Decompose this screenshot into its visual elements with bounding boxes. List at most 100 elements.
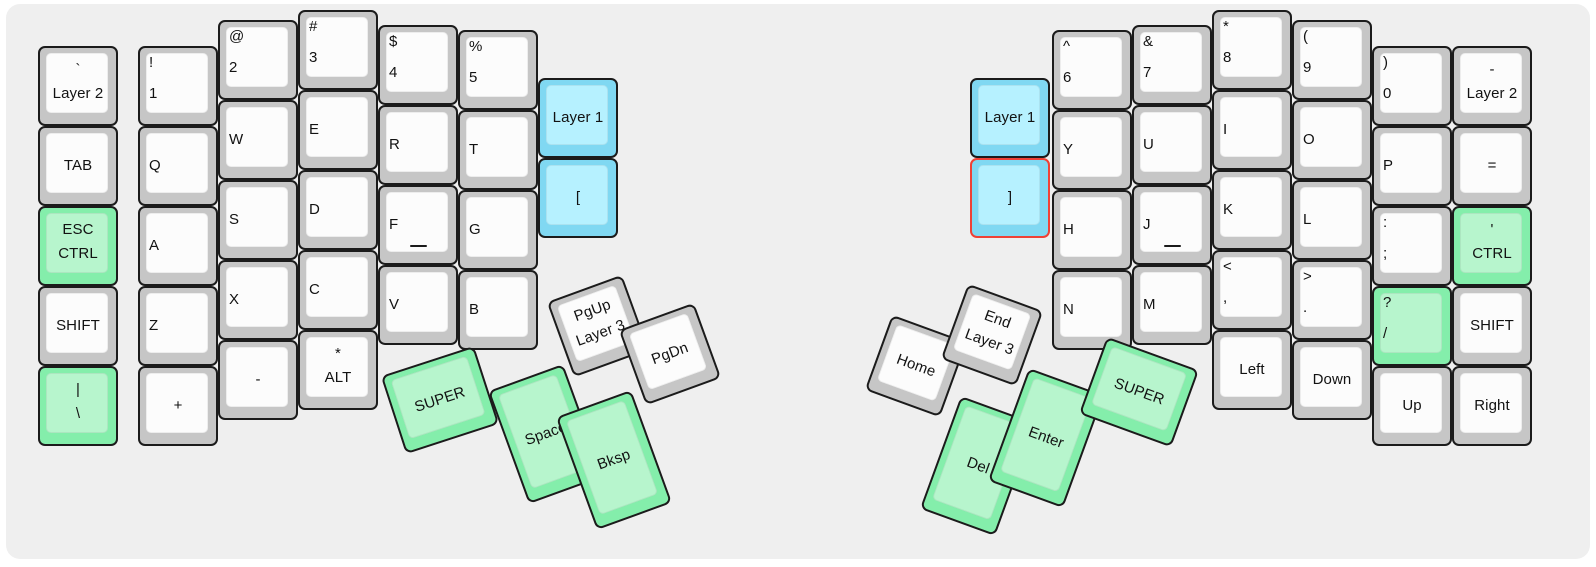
key-layer-1[interactable]: Layer 1 (970, 78, 1050, 158)
key-legend-top: F (389, 216, 399, 234)
key-up[interactable]: Up (1372, 366, 1452, 446)
key-w[interactable]: W (218, 100, 298, 180)
keycap-surface (146, 293, 208, 353)
key-legend-top: V (389, 296, 400, 314)
keycap-surface (226, 27, 288, 87)
key-q[interactable]: Q (138, 126, 218, 206)
key-t[interactable]: T (458, 110, 538, 190)
key-legend-main: - (255, 371, 261, 389)
keycap-surface (386, 272, 448, 332)
key-legend-top: W (229, 131, 244, 149)
keycap-surface (1460, 133, 1522, 193)
key-f[interactable]: F (378, 185, 458, 265)
key-shift[interactable]: SHIFT (1452, 286, 1532, 366)
key-[interactable]: ] (970, 158, 1050, 238)
key-3[interactable]: #3 (298, 10, 378, 90)
key-[interactable]: + (138, 366, 218, 446)
key-legend-main: [ (575, 189, 581, 207)
key-e[interactable]: E (298, 90, 378, 170)
key-legend-main: 7 (1143, 64, 1152, 81)
key-1[interactable]: !1 (138, 46, 218, 126)
keycap-surface (306, 257, 368, 317)
key-5[interactable]: %5 (458, 30, 538, 110)
key-legend-top: P (1383, 157, 1394, 175)
key-u[interactable]: U (1132, 105, 1212, 185)
keycap-surface (1380, 53, 1442, 113)
key-legend-top: L (1303, 211, 1312, 229)
key-h[interactable]: H (1052, 190, 1132, 270)
homing-bar-icon (1164, 245, 1181, 247)
key-[interactable]: |\ (38, 366, 118, 446)
keycap-surface (306, 97, 368, 157)
key-[interactable]: <, (1212, 250, 1292, 330)
key-legend-top: T (469, 141, 479, 159)
key-layer-1[interactable]: Layer 1 (538, 78, 618, 158)
keycap-surface (1380, 133, 1442, 193)
key-legend-top: @ (229, 28, 245, 45)
key-7[interactable]: &7 (1132, 25, 1212, 105)
key-legend-top: C (309, 281, 320, 299)
key-p[interactable]: P (1372, 126, 1452, 206)
key-0[interactable]: )0 (1372, 46, 1452, 126)
key-s[interactable]: S (218, 180, 298, 260)
key-m[interactable]: M (1132, 265, 1212, 345)
key-legend-main: . (1303, 299, 1308, 316)
key-shift[interactable]: SHIFT (38, 286, 118, 366)
key-legend-main: ALT (324, 369, 352, 386)
key-c[interactable]: C (298, 250, 378, 330)
keycap-surface (466, 37, 528, 97)
key-b[interactable]: B (458, 270, 538, 350)
key-legend-top: A (149, 237, 160, 255)
key-legend-top: S (229, 211, 240, 229)
key-8[interactable]: *8 (1212, 10, 1292, 90)
key-x[interactable]: X (218, 260, 298, 340)
key-[interactable]: [ (538, 158, 618, 238)
key-layer-2[interactable]: `Layer 2 (38, 46, 118, 126)
key-y[interactable]: Y (1052, 110, 1132, 190)
keycap-surface (46, 213, 108, 273)
key-4[interactable]: $4 (378, 25, 458, 105)
keycap-surface (46, 373, 108, 433)
key-layer-2[interactable]: -Layer 2 (1452, 46, 1532, 126)
key-l[interactable]: L (1292, 180, 1372, 260)
key-legend-top: J (1143, 216, 1151, 234)
key-[interactable]: - (218, 340, 298, 420)
key-g[interactable]: G (458, 190, 538, 270)
key-d[interactable]: D (298, 170, 378, 250)
key-legend-top: E (309, 121, 320, 139)
key-[interactable]: = (1452, 126, 1532, 206)
key-r[interactable]: R (378, 105, 458, 185)
key-v[interactable]: V (378, 265, 458, 345)
key-[interactable]: :; (1372, 206, 1452, 286)
key-a[interactable]: A (138, 206, 218, 286)
key-down[interactable]: Down (1292, 340, 1372, 420)
key-[interactable]: >. (1292, 260, 1372, 340)
key-k[interactable]: K (1212, 170, 1292, 250)
key-legend-top: ^ (1063, 38, 1071, 55)
keycap-surface (546, 165, 608, 225)
key-alt[interactable]: *ALT (298, 330, 378, 410)
key-legend-main: Right (1474, 397, 1510, 415)
key-j[interactable]: J (1132, 185, 1212, 265)
key-n[interactable]: N (1052, 270, 1132, 350)
key-o[interactable]: O (1292, 100, 1372, 180)
key-legend-main: , (1223, 289, 1228, 306)
key-[interactable]: ?/ (1372, 286, 1452, 366)
key-right[interactable]: Right (1452, 366, 1532, 446)
key-legend-main: Up (1402, 397, 1422, 415)
key-9[interactable]: (9 (1292, 20, 1372, 100)
key-i[interactable]: I (1212, 90, 1292, 170)
key-tab[interactable]: TAB (38, 126, 118, 206)
key-legend-main: Layer 2 (52, 85, 104, 102)
keycap-surface (1380, 293, 1442, 353)
key-left[interactable]: Left (1212, 330, 1292, 410)
key-legend-main: Down (1312, 371, 1352, 389)
key-6[interactable]: ^6 (1052, 30, 1132, 110)
key-z[interactable]: Z (138, 286, 218, 366)
key-legend-top: B (469, 301, 480, 319)
key-2[interactable]: @2 (218, 20, 298, 100)
key-legend-main: 8 (1223, 49, 1232, 66)
key-ctrl[interactable]: 'CTRL (1452, 206, 1532, 286)
keycap-surface (1300, 107, 1362, 167)
